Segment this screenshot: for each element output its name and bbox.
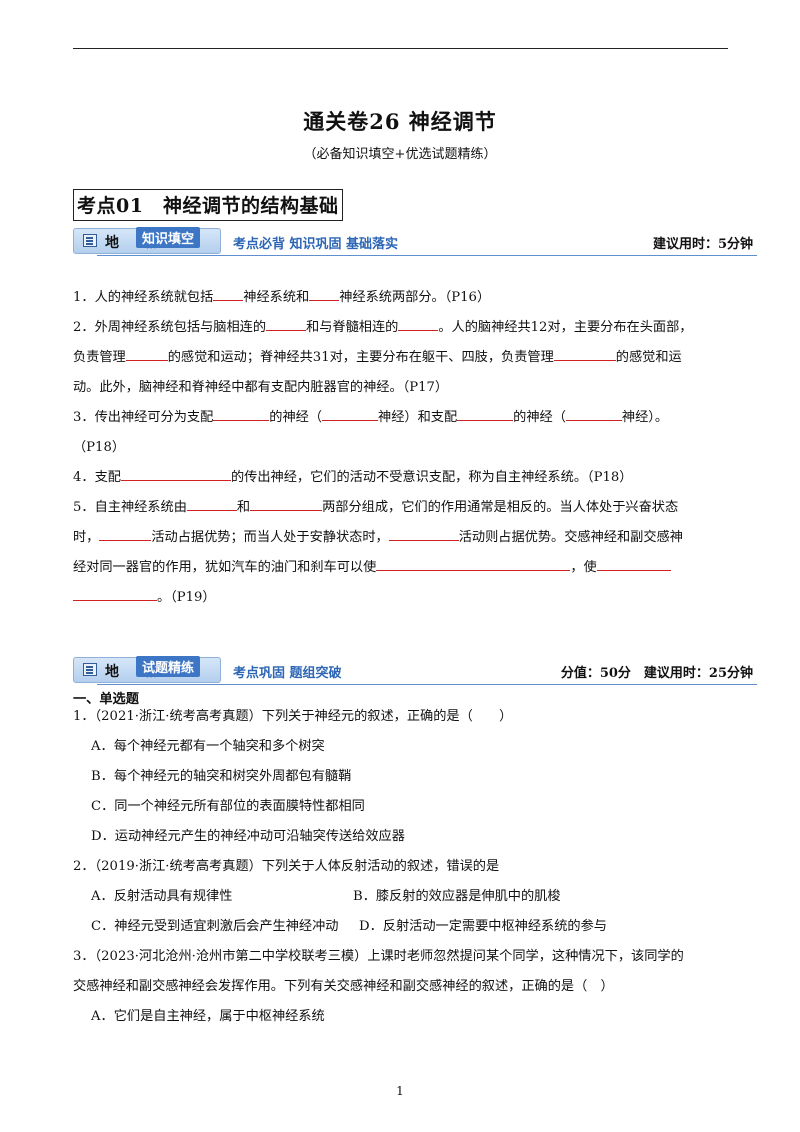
page-title: 通关卷26 神经调节 (303, 109, 497, 134)
option: A．它们是自主神经，属于中枢神经系统 (91, 1009, 325, 1024)
question-stem: 2．（2019·浙江·统考高考真题）下列关于人体反射活动的叙述，错误的是 (73, 859, 500, 874)
fill-line: 5．自主神经系统由和两部分组成，它们的作用通常是相反的。当人体处于兴奋状态 (73, 493, 733, 523)
fill-line: 。（P19） (73, 583, 733, 613)
option-row: A．反射活动具有规律性 B．膝反射的效应器是伸肌中的肌梭 (73, 882, 733, 912)
option: D．运动神经元产生的神经冲动可沿轴突传送给效应器 (91, 829, 405, 844)
banner-badge: 试题精练 (136, 656, 201, 677)
question-stem: 3．（2023·河北沧州·沧州市第二中学校联考三模）上课时老师忽然提问某个同学，… (73, 949, 684, 964)
fill-line: 负责管理的感觉和运动；脊神经共31对，主要分布在躯干、四肢，负责管理的感觉和运 (73, 343, 733, 373)
banner-underline (97, 684, 757, 685)
banner-tab: 地 城 试题精练 (73, 656, 221, 683)
option: B．膝反射的效应器是伸肌中的肌梭 (353, 889, 561, 904)
banner-slogan: 考点巩固 题组突破 (233, 666, 342, 681)
fill-line: 动。此外，脑神经和脊神经中都有支配内脏器官的神经。（P17） (73, 380, 449, 395)
banner-badge: 知识填空 (136, 227, 201, 248)
fill-line: 经对同一器官的作用，犹如汽车的油门和刹车可以使，使 (73, 553, 733, 583)
page-number: 1 (396, 1084, 404, 1098)
option: D．反射活动一定需要中枢神经系统的参与 (359, 919, 607, 934)
fill-in-section: 1．人的神经系统就包括神经系统和神经系统两部分。（P16） 2．外周神经系统包括… (73, 283, 733, 613)
header-rule (73, 48, 728, 49)
exercise-banner: 地 城 试题精练 考点巩固 题组突破 分值：50分 建议用时：25分钟 (73, 656, 757, 687)
banner-tab: 地 城 知识填空 (73, 227, 221, 254)
fill-line: 4．支配的传出神经，它们的活动不受意识支配，称为自主神经系统。（P18） (73, 463, 733, 493)
fill-line: 3．传出神经可分为支配的神经（神经）和支配的神经（神经）。 (73, 403, 733, 433)
option: B．每个神经元的轴突和树突外周都包有髓鞘 (91, 769, 352, 784)
fill-line: 时，活动占据优势；而当人处于安静状态时，活动则占据优势。交感神经和副交感神 (73, 523, 733, 553)
banner-time: 建议用时：5分钟 (652, 237, 753, 252)
knowledge-banner: 地 城 知识填空 考点必背 知识巩固 基础落实 建议用时：5分钟 (73, 227, 757, 258)
option: C．神经元受到适宜刺激后会产生神经冲动 (91, 919, 339, 934)
page-subtitle: （必备知识填空+优选试题精练） (303, 147, 497, 162)
section-title: 考点01 神经调节的结构基础 (73, 189, 344, 221)
document-icon (83, 663, 97, 676)
option: A．反射活动具有规律性 (91, 889, 233, 904)
option: C．同一个神经元所有部位的表面膜特性都相同 (91, 799, 365, 814)
option: A．每个神经元都有一个轴突和多个树突 (91, 739, 325, 754)
question-list: 1．（2021·浙江·统考高考真题）下列关于神经元的叙述，正确的是（ ） A．每… (73, 702, 733, 1032)
banner-slogan: 考点必背 知识巩固 基础落实 (233, 237, 399, 252)
question-stem: 1．（2021·浙江·统考高考真题）下列关于神经元的叙述，正确的是（ ） (73, 709, 513, 724)
question-stem-cont: 交感神经和副交感神经会发挥作用。下列有关交感神经和副交感神经的叙述，正确的是（ … (73, 979, 614, 994)
fill-line: 1．人的神经系统就包括神经系统和神经系统两部分。（P16） (73, 283, 733, 313)
banner-score-time: 分值：50分 建议用时：25分钟 (560, 666, 753, 681)
question-heading: 一、单选题 (73, 692, 139, 707)
fill-line: 2．外周神经系统包括与脑相连的和与脊髓相连的。人的脑神经共12对，主要分布在头面… (73, 313, 733, 343)
option-row: C．神经元受到适宜刺激后会产生神经冲动 D．反射活动一定需要中枢神经系统的参与 (73, 912, 733, 942)
banner-underline (97, 255, 757, 256)
document-icon (83, 234, 97, 247)
fill-line: （P18） (73, 440, 126, 455)
